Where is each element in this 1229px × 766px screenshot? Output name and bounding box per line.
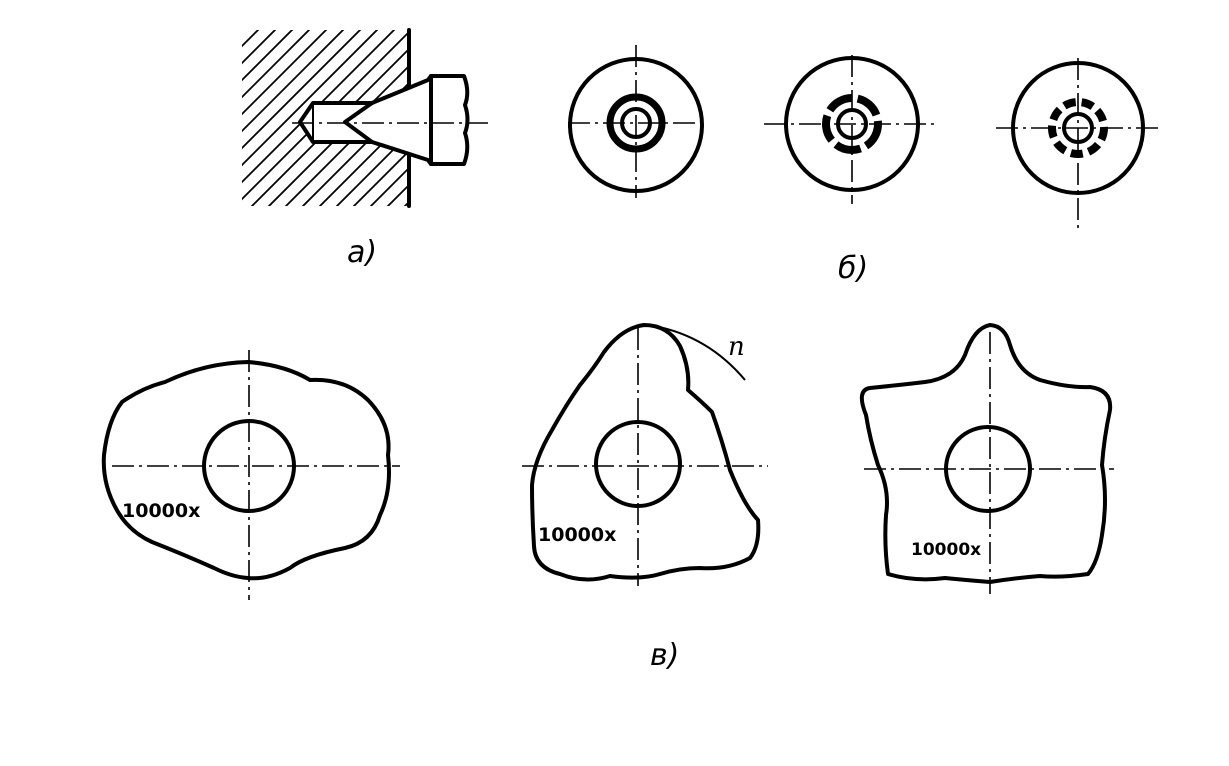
profile-three-lobe: п 10000x [522, 323, 768, 586]
hatch-line [242, 30, 311, 99]
end-view-1 [568, 45, 704, 198]
magnification-label: 10000x [538, 524, 616, 546]
label-a: a) [347, 235, 377, 270]
magnification-label: 10000x [911, 540, 981, 560]
hatch-line [535, 22, 725, 212]
label-b: б) [838, 251, 868, 286]
center-drill [298, 74, 470, 166]
hatch-line [242, 30, 362, 150]
hatch-line [42, 22, 232, 212]
reference-arc [653, 325, 746, 381]
panel-b-views: б) [568, 45, 1162, 286]
hatch-line [369, 166, 409, 206]
hatch-line [352, 149, 409, 206]
triangular-profile-outline [530, 323, 761, 582]
oval-profile-outline [101, 360, 391, 581]
hatch-line [318, 115, 409, 206]
hatched-workpiece [42, 22, 844, 212]
label-c: в) [650, 638, 679, 673]
hatch-line [242, 30, 243, 31]
hatch-line [484, 22, 674, 212]
pentagonal-profile-outline [859, 323, 1113, 584]
hatch-line [242, 30, 260, 48]
profile-five-lobe: 10000x [859, 323, 1114, 594]
end-view-2 [764, 55, 938, 204]
end-view-3 [996, 58, 1162, 228]
hatch-line [242, 30, 345, 133]
hatch-line [603, 22, 793, 212]
magnification-label: 10000x [122, 500, 200, 522]
panel-c-profiles: 10000x п 10000x 10000x в) [101, 323, 1114, 673]
countersink-cone [343, 101, 374, 144]
panel-a-section: a) [42, 22, 844, 270]
profile-oval: 10000x [101, 350, 400, 600]
hatch-line [242, 30, 328, 116]
hatch-line [654, 22, 844, 212]
hatch-line [467, 22, 657, 212]
profile-mark: п [728, 332, 745, 362]
hatch-line [335, 132, 409, 206]
hatch-line [586, 22, 776, 212]
hatch-line [242, 30, 277, 65]
hatch-line [242, 30, 294, 82]
hatch-line [242, 30, 379, 167]
